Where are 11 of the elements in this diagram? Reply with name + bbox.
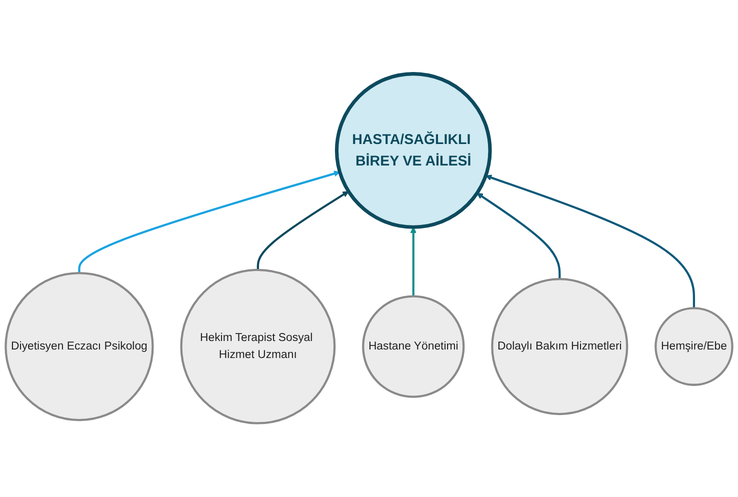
node-circle: Dolaylı Bakım Hizmetleri (491, 278, 628, 416)
node-circle: Diyetisyen Eczacı Psikolog (4, 272, 154, 422)
node-circle: Hastane Yönetimi (362, 295, 465, 398)
arrow (78, 170, 340, 274)
node-circle: Hekim Terapist Sosyal Hizmet Uzmanı (180, 268, 336, 424)
node-circle: Hemşire/Ebe (654, 307, 734, 386)
node-circle: HASTA/SAĞLIKLI BİREY VE AİLESİ (334, 72, 492, 229)
arrow (410, 226, 416, 296)
arrow (256, 191, 349, 270)
arrow (476, 192, 561, 280)
arrow (485, 174, 696, 308)
